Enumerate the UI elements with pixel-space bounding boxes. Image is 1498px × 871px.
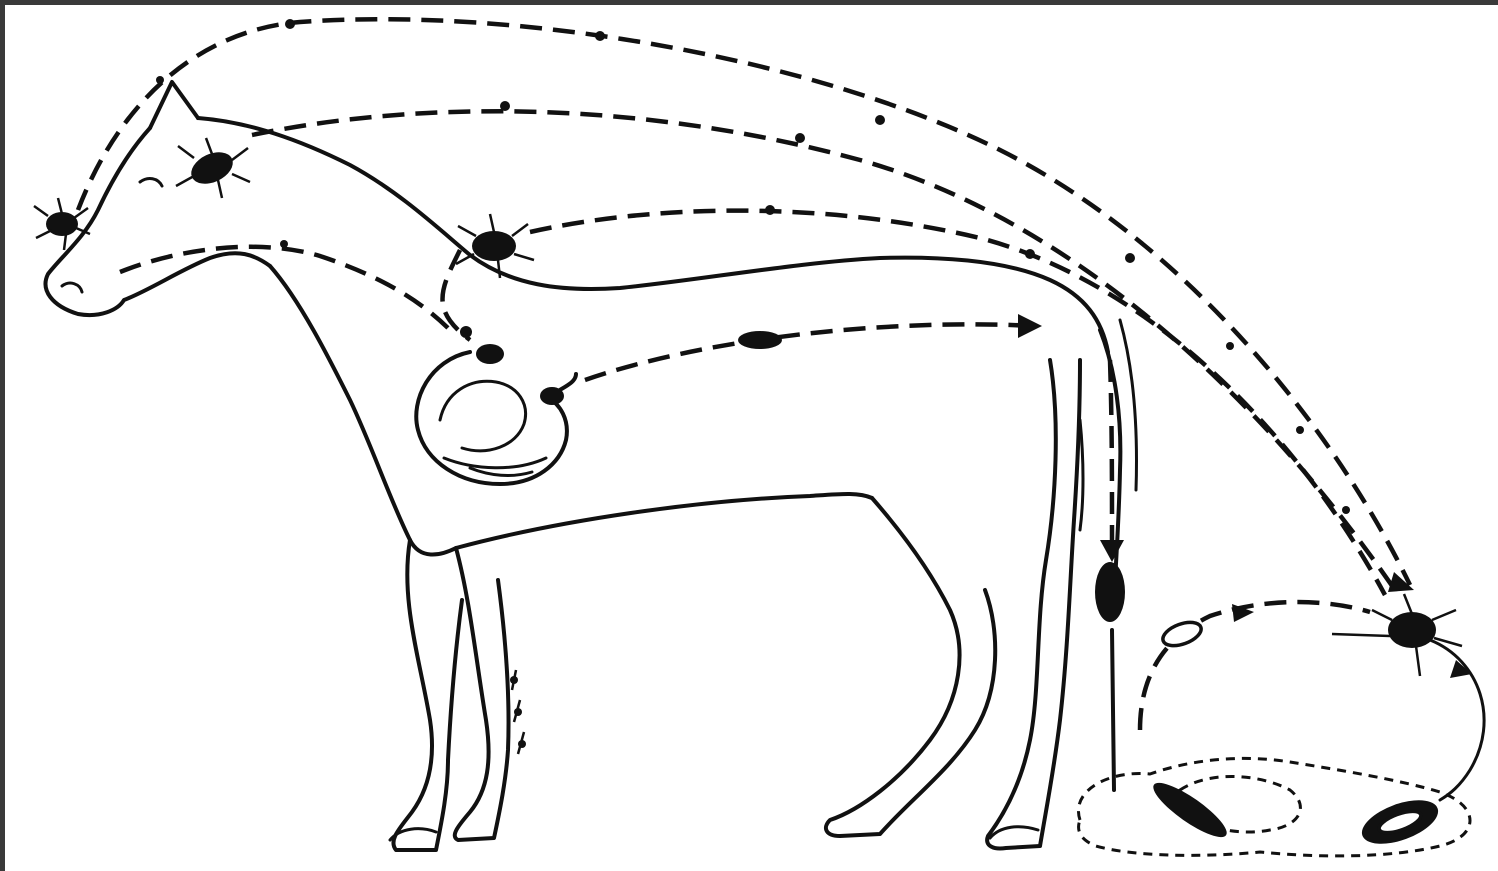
stomach-inner-fold-2	[444, 458, 546, 468]
pupa-left	[1147, 775, 1233, 845]
larva-leaving-stomach	[540, 387, 564, 405]
horse-outline	[46, 82, 1137, 850]
egg-in-intestine	[738, 331, 782, 349]
stomach-inner-fold	[440, 381, 526, 450]
horse-tail-strand-2	[1080, 420, 1083, 530]
egg-falling	[1095, 562, 1125, 622]
horse-eye	[140, 179, 162, 186]
egg-in-feces	[1160, 618, 1204, 650]
transmission-paths	[78, 19, 1484, 856]
arrow-to-anus	[1018, 314, 1042, 338]
horse-hind-leg-near	[987, 360, 1080, 849]
path-tail-to-ground-lower	[1112, 630, 1114, 790]
stomach-with-larvae	[416, 344, 576, 484]
horse-hind-leg-far	[826, 498, 995, 836]
horse-front-leg-far	[455, 548, 509, 840]
arrow-down-tail	[1100, 540, 1124, 562]
horse-throat-chest	[270, 266, 456, 555]
horse-tail-strand	[1120, 320, 1136, 490]
horse-front-leg-near	[393, 540, 462, 850]
path-stomach-to-anus	[585, 324, 1036, 380]
larva-at-stomach	[476, 344, 504, 364]
leg-egg-1	[510, 676, 518, 684]
horse-nostril	[62, 283, 82, 292]
path-tail-to-ground	[1110, 360, 1112, 540]
path-head-to-ground	[252, 111, 1395, 590]
fly-at-head	[176, 138, 250, 198]
eggs-and-pupae	[510, 331, 1444, 853]
path-ground-cycle-upper	[1140, 602, 1370, 730]
path-withers-to-ground	[530, 211, 1385, 595]
leg-egg-3	[518, 740, 526, 748]
horse-belly	[456, 494, 872, 548]
horse-hoof-hind	[990, 827, 1038, 838]
leg-egg-2	[514, 708, 522, 716]
